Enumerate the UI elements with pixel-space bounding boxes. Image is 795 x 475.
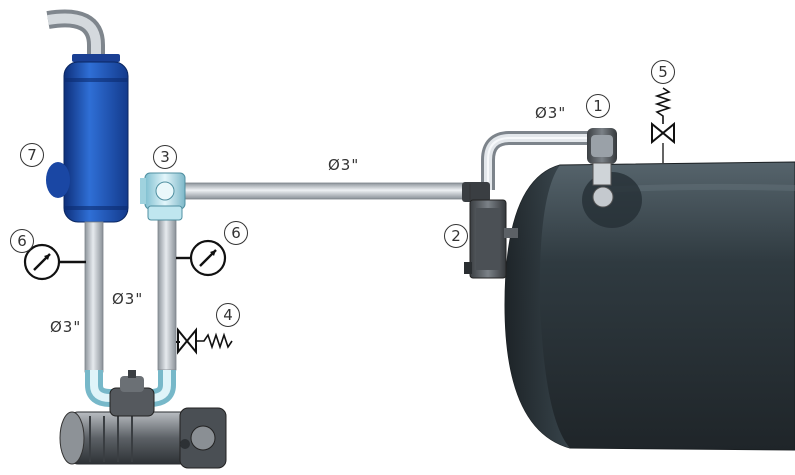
callout-7: 7 (20, 143, 44, 167)
callout-2: 2 (444, 224, 468, 248)
callout-5: 5 (651, 60, 675, 84)
callout-3: 3 (153, 145, 177, 169)
storage-tank (504, 161, 795, 451)
pressure-gauge-left (23, 243, 86, 281)
isolation-valve (462, 182, 518, 279)
bleed-valve (176, 327, 233, 355)
discharge-pipe (142, 217, 177, 407)
vacuum-pump (59, 370, 227, 469)
pipe-size-horizontal: Ø3" (328, 156, 360, 174)
callout-6-left: 6 (10, 229, 34, 253)
callout-6-right: 6 (224, 221, 248, 245)
relief-valve (651, 87, 675, 163)
discharge-tee (140, 172, 186, 221)
pressure-gauge-right (176, 239, 227, 277)
inlet-filter (46, 9, 129, 223)
callout-1: 1 (586, 94, 610, 118)
tank-top-pipe (481, 128, 617, 208)
callout-4: 4 (216, 303, 240, 327)
suction-pipe (84, 221, 118, 407)
horizontal-pipe (179, 182, 471, 200)
pipe-size-inlet: Ø3" (50, 318, 82, 336)
pipe-size-discharge: Ø3" (112, 290, 144, 308)
pipe-size-tank-top: Ø3" (535, 104, 567, 122)
